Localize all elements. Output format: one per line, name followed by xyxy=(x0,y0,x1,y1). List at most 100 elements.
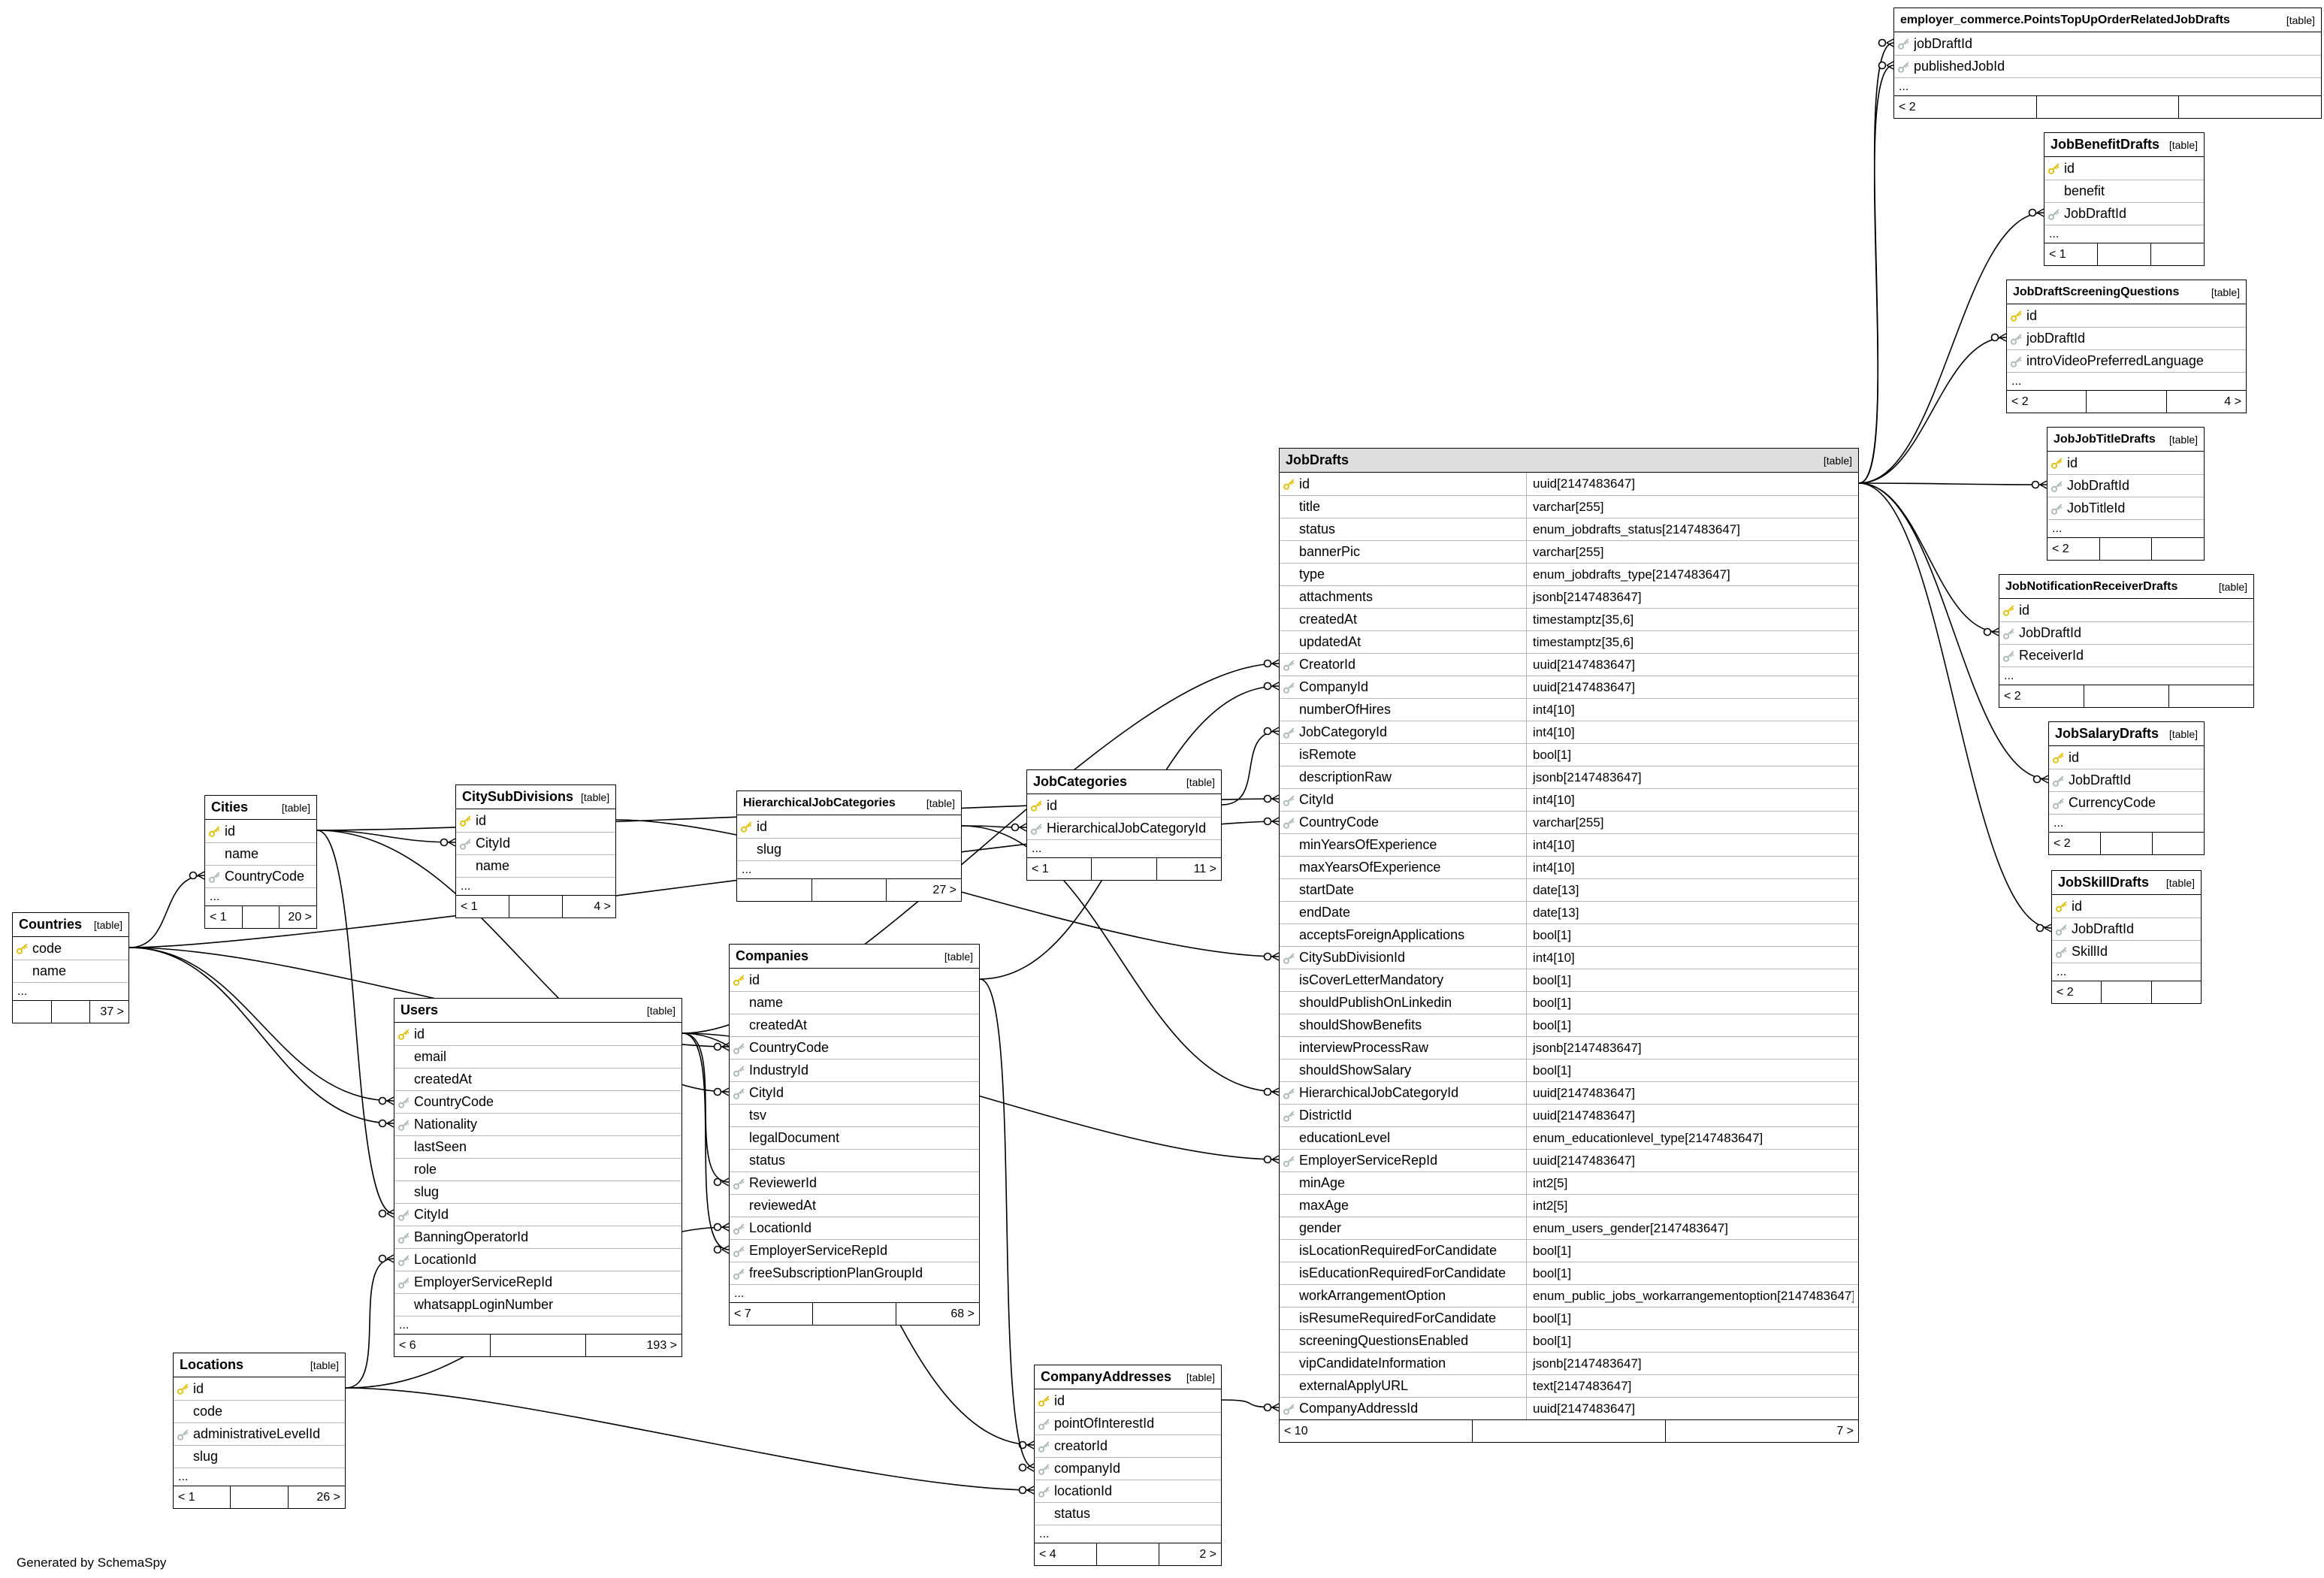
more-columns-ellipsis: ... xyxy=(1035,1525,1221,1543)
table-header[interactable]: JobCategories[table] xyxy=(1027,770,1221,794)
table-header[interactable]: JobDraftScreeningQuestions[table] xyxy=(2007,280,2246,304)
implied-relationships-left-count: < 1 xyxy=(2049,247,2066,261)
column-name: screeningQuestionsEnabled xyxy=(1299,1333,1469,1348)
table-name[interactable]: Cities xyxy=(211,800,249,815)
table-name[interactable]: JobJobTitleDrafts xyxy=(2054,432,2156,446)
table-name[interactable]: Companies xyxy=(736,948,809,963)
table-name[interactable]: Locations xyxy=(180,1357,244,1372)
column-row-pointOfInterestId: pointOfInterestId xyxy=(1035,1412,1221,1434)
table-header[interactable]: CitySubDivisions[table] xyxy=(456,785,615,809)
key-spacer xyxy=(1283,1217,1299,1239)
column-name: freeSubscriptionPlanGroupId xyxy=(749,1265,923,1280)
column-name: title xyxy=(1299,499,1321,514)
table-name[interactable]: CitySubDivisions xyxy=(462,789,574,804)
table-name[interactable]: Users xyxy=(400,1002,439,1017)
column-row-slug: slug xyxy=(174,1445,345,1468)
table-name[interactable]: JobSkillDrafts xyxy=(2058,875,2150,890)
column-name: slug xyxy=(414,1184,440,1199)
key-spacer xyxy=(16,960,32,982)
column-row-Nationality: Nationality xyxy=(394,1113,681,1135)
table-name[interactable]: CompanyAddresses xyxy=(1041,1369,1172,1384)
implied-relationships-right-count xyxy=(2151,538,2204,560)
implied-relationships-right-count xyxy=(2150,243,2204,265)
table-type-tag: [table] xyxy=(93,918,122,931)
foreign-key-cell xyxy=(733,1172,749,1194)
table-name[interactable]: HierarchicalJobCategories xyxy=(743,796,896,809)
implied-relationships-right-count: 11 > xyxy=(1156,858,1221,880)
footer-spacer xyxy=(2101,981,2150,1003)
column-row-JobDraftId: JobDraftId xyxy=(1999,621,2253,644)
table-header[interactable]: JobBenefitDrafts[table] xyxy=(2044,133,2204,157)
implied-relationships-left-count: < 2 xyxy=(2004,689,2021,703)
column-type: date[13] xyxy=(1526,902,1854,924)
column-name: Nationality xyxy=(414,1117,478,1132)
column-row-id: id xyxy=(394,1023,681,1045)
primary-key-icon xyxy=(1038,1395,1050,1407)
table-header[interactable]: CompanyAddresses[table] xyxy=(1035,1365,1221,1389)
primary-key-icon xyxy=(17,943,28,954)
foreign-key-icon xyxy=(2011,355,2022,367)
relationship-edge-Cities-to-CitySubDivisions xyxy=(316,830,456,847)
foreign-key-cell xyxy=(1038,1458,1054,1480)
primary-key-icon xyxy=(460,815,471,827)
column-name: id xyxy=(1047,797,1058,813)
table-type-tag: [table] xyxy=(310,1359,339,1371)
key-spacer xyxy=(397,1159,414,1180)
table-header[interactable]: JobSkillDrafts[table] xyxy=(2052,871,2201,895)
foreign-key-icon xyxy=(733,1268,745,1280)
table-header[interactable]: Users[table] xyxy=(394,999,681,1023)
key-spacer xyxy=(1283,1262,1299,1284)
table-header[interactable]: JobJobTitleDrafts[table] xyxy=(2047,428,2204,452)
foreign-key-icon xyxy=(2003,627,2014,639)
key-spacer xyxy=(397,1046,414,1068)
column-row-publishedJobId: publishedJobId xyxy=(1894,55,2321,77)
foreign-key-icon xyxy=(733,1042,745,1054)
table-header[interactable]: JobSalaryDrafts[table] xyxy=(2049,722,2204,746)
table-name[interactable]: JobBenefitDrafts xyxy=(2050,137,2160,152)
table-header[interactable]: JobNotificationReceiverDrafts[table] xyxy=(1999,575,2253,599)
table-header[interactable]: HierarchicalJobCategories[table] xyxy=(737,791,961,815)
column-row-code: code xyxy=(13,937,128,960)
table-header[interactable]: Locations [table] xyxy=(174,1353,345,1377)
table-header[interactable]: Cities [table] xyxy=(205,796,316,820)
column-name: minYearsOfExperience xyxy=(1299,837,1437,852)
table-name[interactable]: JobSalaryDrafts xyxy=(2055,726,2159,741)
table-name[interactable]: Countries xyxy=(19,917,83,932)
column-row-ReviewerId: ReviewerId xyxy=(730,1171,979,1194)
key-spacer xyxy=(1283,609,1299,630)
primary-key-icon xyxy=(2003,605,2014,616)
table-header[interactable]: Companies[table] xyxy=(730,945,979,969)
primary-key-cell xyxy=(1038,1389,1054,1412)
table-name[interactable]: JobNotificationReceiverDrafts xyxy=(2005,579,2178,593)
column-row-id: id xyxy=(737,815,961,838)
column-row-lastSeen: lastSeen xyxy=(394,1135,681,1158)
table-name[interactable]: JobDrafts xyxy=(1286,452,1349,467)
table-type-tag: [table] xyxy=(1823,454,1852,467)
foreign-key-cell xyxy=(2002,645,2019,667)
primary-key-cell xyxy=(733,969,749,991)
foreign-key-cell xyxy=(1283,789,1299,811)
table-header[interactable]: employer_commerce.PointsTopUpOrderRelate… xyxy=(1894,8,2321,32)
relationship-count-footer: < 2 xyxy=(1894,95,2321,118)
column-name: HierarchicalJobCategoryId xyxy=(1047,821,1207,836)
table-name[interactable]: JobCategories xyxy=(1033,774,1128,789)
column-name: updatedAt xyxy=(1299,634,1361,649)
column-type: jsonb[2147483647] xyxy=(1526,586,1854,608)
column-name: status xyxy=(1299,521,1336,537)
table-name[interactable]: employer_commerce.PointsTopUpOrderRelate… xyxy=(1900,13,2230,26)
table-header[interactable]: JobDrafts [table] xyxy=(1280,449,1858,473)
relationship-edge-JobDrafts-to-JobJobTitleDrafts xyxy=(1858,480,2047,489)
table-header[interactable]: Countries [table] xyxy=(13,913,128,937)
column-name: JobDraftId xyxy=(2069,772,2132,787)
table-type-tag: [table] xyxy=(281,801,310,814)
table-name[interactable]: JobDraftScreeningQuestions xyxy=(2013,285,2180,298)
column-type: int4[10] xyxy=(1526,947,1854,969)
primary-key-cell xyxy=(2047,157,2064,180)
